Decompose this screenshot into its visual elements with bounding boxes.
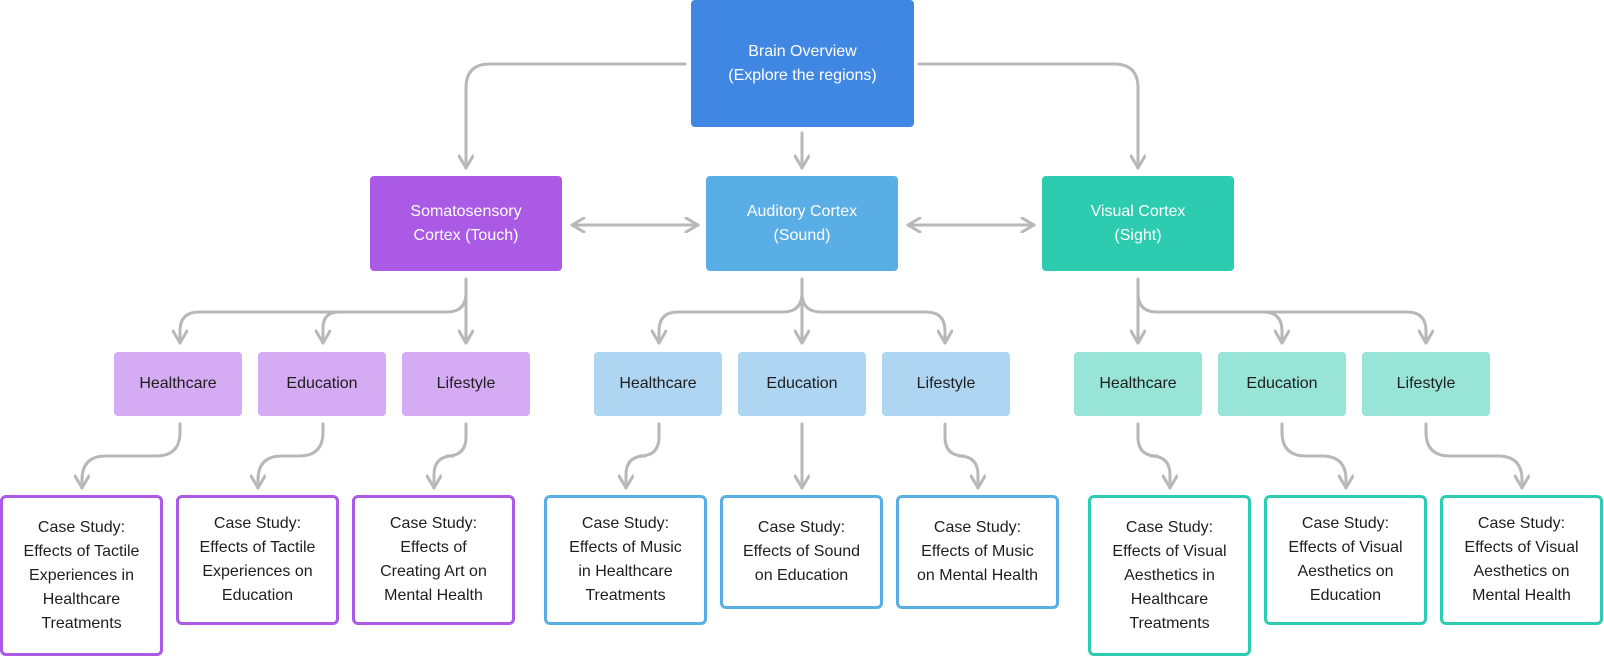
connector-sight-education — [1136, 291, 1282, 345]
brain-overview-node: Brain Overview (Explore the regions) — [691, 0, 914, 127]
connector-touch-education-case — [258, 422, 325, 490]
case-study-sound-education: Case Study: Effects of Sound on Educatio… — [720, 495, 883, 609]
sound-healthcare-node: Healthcare — [594, 352, 722, 416]
case-study-visual-education: Case Study: Effects of Visual Aesthetics… — [1264, 495, 1427, 625]
connector-sound-healthcare — [659, 277, 804, 345]
case-study-music-mental-health: Case Study: Effects of Music on Mental H… — [896, 495, 1059, 609]
case-study-art-mental-health: Case Study: Effects of Creating Art on M… — [352, 495, 515, 625]
case-study-tactile-education: Case Study: Effects of Tactile Experienc… — [176, 495, 339, 625]
touch-healthcare-node: Healthcare — [114, 352, 242, 416]
somatosensory-cortex-node: Somatosensory Cortex (Touch) — [370, 176, 562, 271]
connector-root-sight — [917, 62, 1138, 170]
connector-sight-healthcare-case — [1136, 422, 1170, 490]
case-study-music-healthcare: Case Study: Effects of Music in Healthca… — [544, 495, 707, 625]
touch-lifestyle-node: Lifestyle — [402, 352, 530, 416]
sight-lifestyle-node: Lifestyle — [1362, 352, 1490, 416]
connector-sight-lifestyle — [1261, 310, 1426, 345]
case-study-visual-healthcare: Case Study: Effects of Visual Aesthetics… — [1088, 495, 1251, 656]
sight-healthcare-node: Healthcare — [1074, 352, 1202, 416]
connector-sound-lifestyle-case — [943, 422, 978, 490]
case-study-tactile-healthcare: Case Study: Effects of Tactile Experienc… — [0, 495, 163, 656]
touch-education-node: Education — [258, 352, 386, 416]
connector-touch-education — [323, 310, 341, 345]
sight-education-node: Education — [1218, 352, 1346, 416]
connector-sight-education-case — [1280, 422, 1346, 490]
connector-touch-healthcare-case — [82, 422, 182, 490]
connector-sound-healthcare-case — [626, 422, 661, 490]
connector-root-touch — [466, 62, 687, 170]
connector-sound-lifestyle — [800, 291, 945, 345]
connector-sight-lifestyle-case — [1424, 422, 1522, 490]
visual-cortex-node: Visual Cortex (Sight) — [1042, 176, 1234, 271]
connector-touch-lifestyle-case — [434, 422, 468, 490]
sound-education-node: Education — [738, 352, 866, 416]
case-study-visual-mental-health: Case Study: Effects of Visual Aesthetics… — [1440, 495, 1603, 625]
sound-lifestyle-node: Lifestyle — [882, 352, 1010, 416]
auditory-cortex-node: Auditory Cortex (Sound) — [706, 176, 898, 271]
